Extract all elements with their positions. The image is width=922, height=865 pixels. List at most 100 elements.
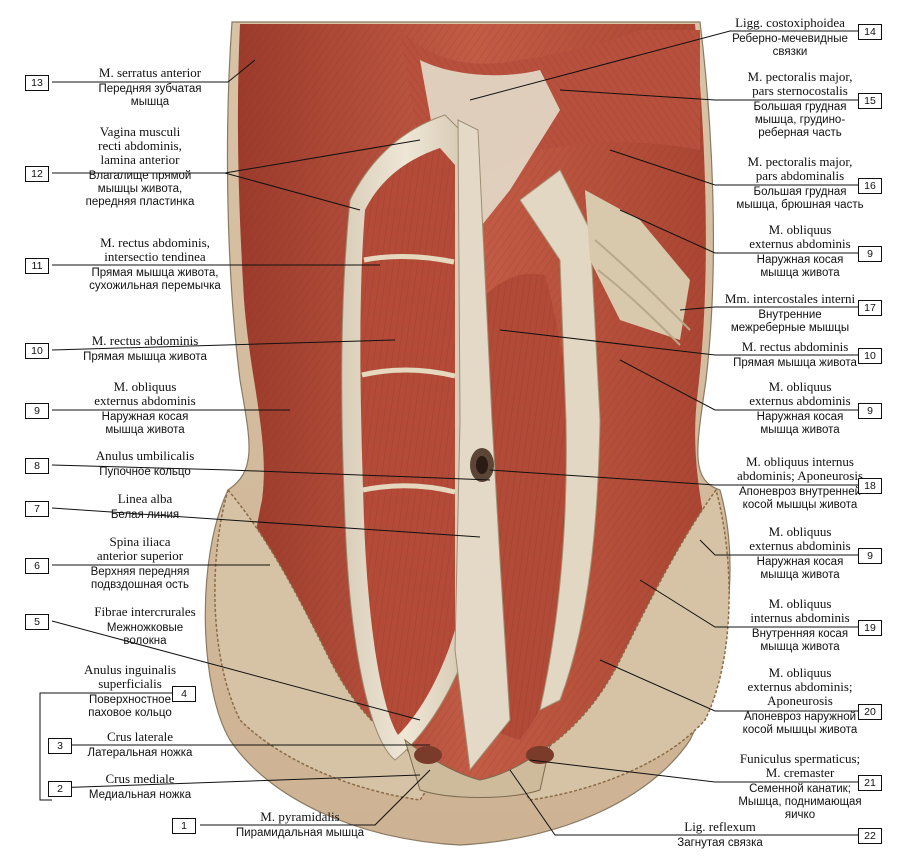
latin-term: M. obliquus xyxy=(768,222,832,237)
latin-term: M. obliquus xyxy=(768,665,832,680)
russian-term: волокна xyxy=(123,635,167,647)
latin-term: intersectio tendinea xyxy=(104,249,206,264)
russian-term: Наружная косая xyxy=(756,411,844,423)
latin-term: internus abdominis xyxy=(750,610,850,625)
russian-term: Загнутая связка xyxy=(677,837,763,849)
latin-term: M. cremaster xyxy=(765,765,835,780)
russian-term: мышца живота xyxy=(105,424,185,436)
russian-term: Мышца, поднимающая xyxy=(738,796,862,808)
latin-term: M. rectus abdominis xyxy=(741,339,849,354)
russian-term: межреберные мышцы xyxy=(730,322,850,334)
latin-term: M. obliquus xyxy=(768,524,832,539)
russian-term: Реберно-мечевидные xyxy=(732,33,848,45)
leader-lines xyxy=(39,30,870,836)
latin-term: Funiculus spermaticus; xyxy=(739,751,861,766)
latin-term: M. obliquus xyxy=(768,596,832,611)
label-number-box: 13 xyxy=(25,75,49,91)
latin-term: Linea alba xyxy=(117,491,173,506)
label-number-box: 20 xyxy=(858,704,882,720)
russian-term: связки xyxy=(772,46,808,58)
russian-term: косой мышцы живота xyxy=(742,724,858,736)
russian-term: мышца, грудино- xyxy=(754,114,846,126)
label-number-box: 10 xyxy=(25,343,49,359)
russian-term: Большая грудная xyxy=(753,186,847,198)
label-number-box: 14 xyxy=(858,24,882,40)
latin-term: Anulus umbilicalis xyxy=(95,448,195,463)
russian-term: мышца живота xyxy=(760,267,840,279)
russian-term: Внутренняя косая xyxy=(751,628,849,640)
latin-term: M. serratus anterior xyxy=(98,65,202,80)
inguinal-region xyxy=(404,738,554,798)
russian-term: мышца xyxy=(130,96,170,108)
label-number-box: 12 xyxy=(25,166,49,182)
label-number-box: 9 xyxy=(858,548,882,564)
label-number-box: 10 xyxy=(858,348,882,364)
russian-term: Большая грудная xyxy=(753,101,847,113)
rectus-right xyxy=(478,169,691,740)
russian-term: мышца, брюшная часть xyxy=(736,199,864,211)
latin-term: lamina anterior xyxy=(100,152,180,167)
russian-term: яичко xyxy=(784,809,816,821)
russian-term: Прямая мышца живота xyxy=(83,351,207,363)
russian-term: Внутренние xyxy=(758,309,822,321)
latin-term: externus abdominis xyxy=(749,393,851,408)
russian-term: Семенной канатик; xyxy=(749,783,851,795)
label-11: M. rectus abdominis,intersectio tendinea… xyxy=(89,236,221,293)
label-number-box: 6 xyxy=(25,558,49,574)
latin-term: M. rectus abdominis xyxy=(91,333,199,348)
latin-term: externus abdominis xyxy=(749,538,851,553)
latin-term: Lig. reflexum xyxy=(684,819,756,834)
label-number-box: 5 xyxy=(25,614,49,630)
russian-term: Прямая мышца живота, xyxy=(91,267,219,279)
latin-term: M. pectoralis major, xyxy=(747,154,853,169)
latin-term: externus abdominis xyxy=(749,236,851,251)
latin-term: M. obliquus xyxy=(113,379,177,394)
latin-term: M. obliquus xyxy=(768,379,832,394)
latin-term: Spina iliaca xyxy=(109,534,171,549)
russian-term: Наружная косая xyxy=(101,411,189,423)
latin-term: Crus laterale xyxy=(106,729,174,744)
latin-term: externus abdominis xyxy=(94,393,196,408)
latin-term: M. obliquus internus xyxy=(746,454,854,469)
russian-term: подвздошная ость xyxy=(90,579,189,591)
label-number-box: 18 xyxy=(858,478,882,494)
label-number-box: 15 xyxy=(858,93,882,109)
label-number-box: 2 xyxy=(48,781,72,797)
latin-term: Ligg. costoxiphoidea xyxy=(735,15,845,30)
russian-term: Латеральная ножка xyxy=(87,747,193,759)
latin-term: Crus mediale xyxy=(105,771,175,786)
latin-term: Mm. intercostales interni xyxy=(724,291,856,306)
label-number-box: 1 xyxy=(172,818,196,834)
russian-term: мышца живота xyxy=(760,424,840,436)
russian-term: косой мышцы живота xyxy=(742,499,858,511)
label-number-box: 16 xyxy=(858,178,882,194)
russian-term: Межножковые xyxy=(106,622,184,634)
latin-term: Vagina musculi xyxy=(99,124,181,139)
label-number-box: 9 xyxy=(858,246,882,262)
russian-term: передняя пластинка xyxy=(85,196,195,208)
label-number-box: 11 xyxy=(25,258,49,274)
latin-term: M. rectus abdominis, xyxy=(100,235,210,250)
russian-term: Поверхностное xyxy=(89,694,171,706)
russian-term: Влагалище прямой xyxy=(88,170,192,182)
russian-term: Белая линия xyxy=(110,509,180,521)
label-number-box: 21 xyxy=(858,775,882,791)
russian-term: Пупочное кольцо xyxy=(99,466,191,478)
russian-term: Наружная косая xyxy=(756,254,844,266)
